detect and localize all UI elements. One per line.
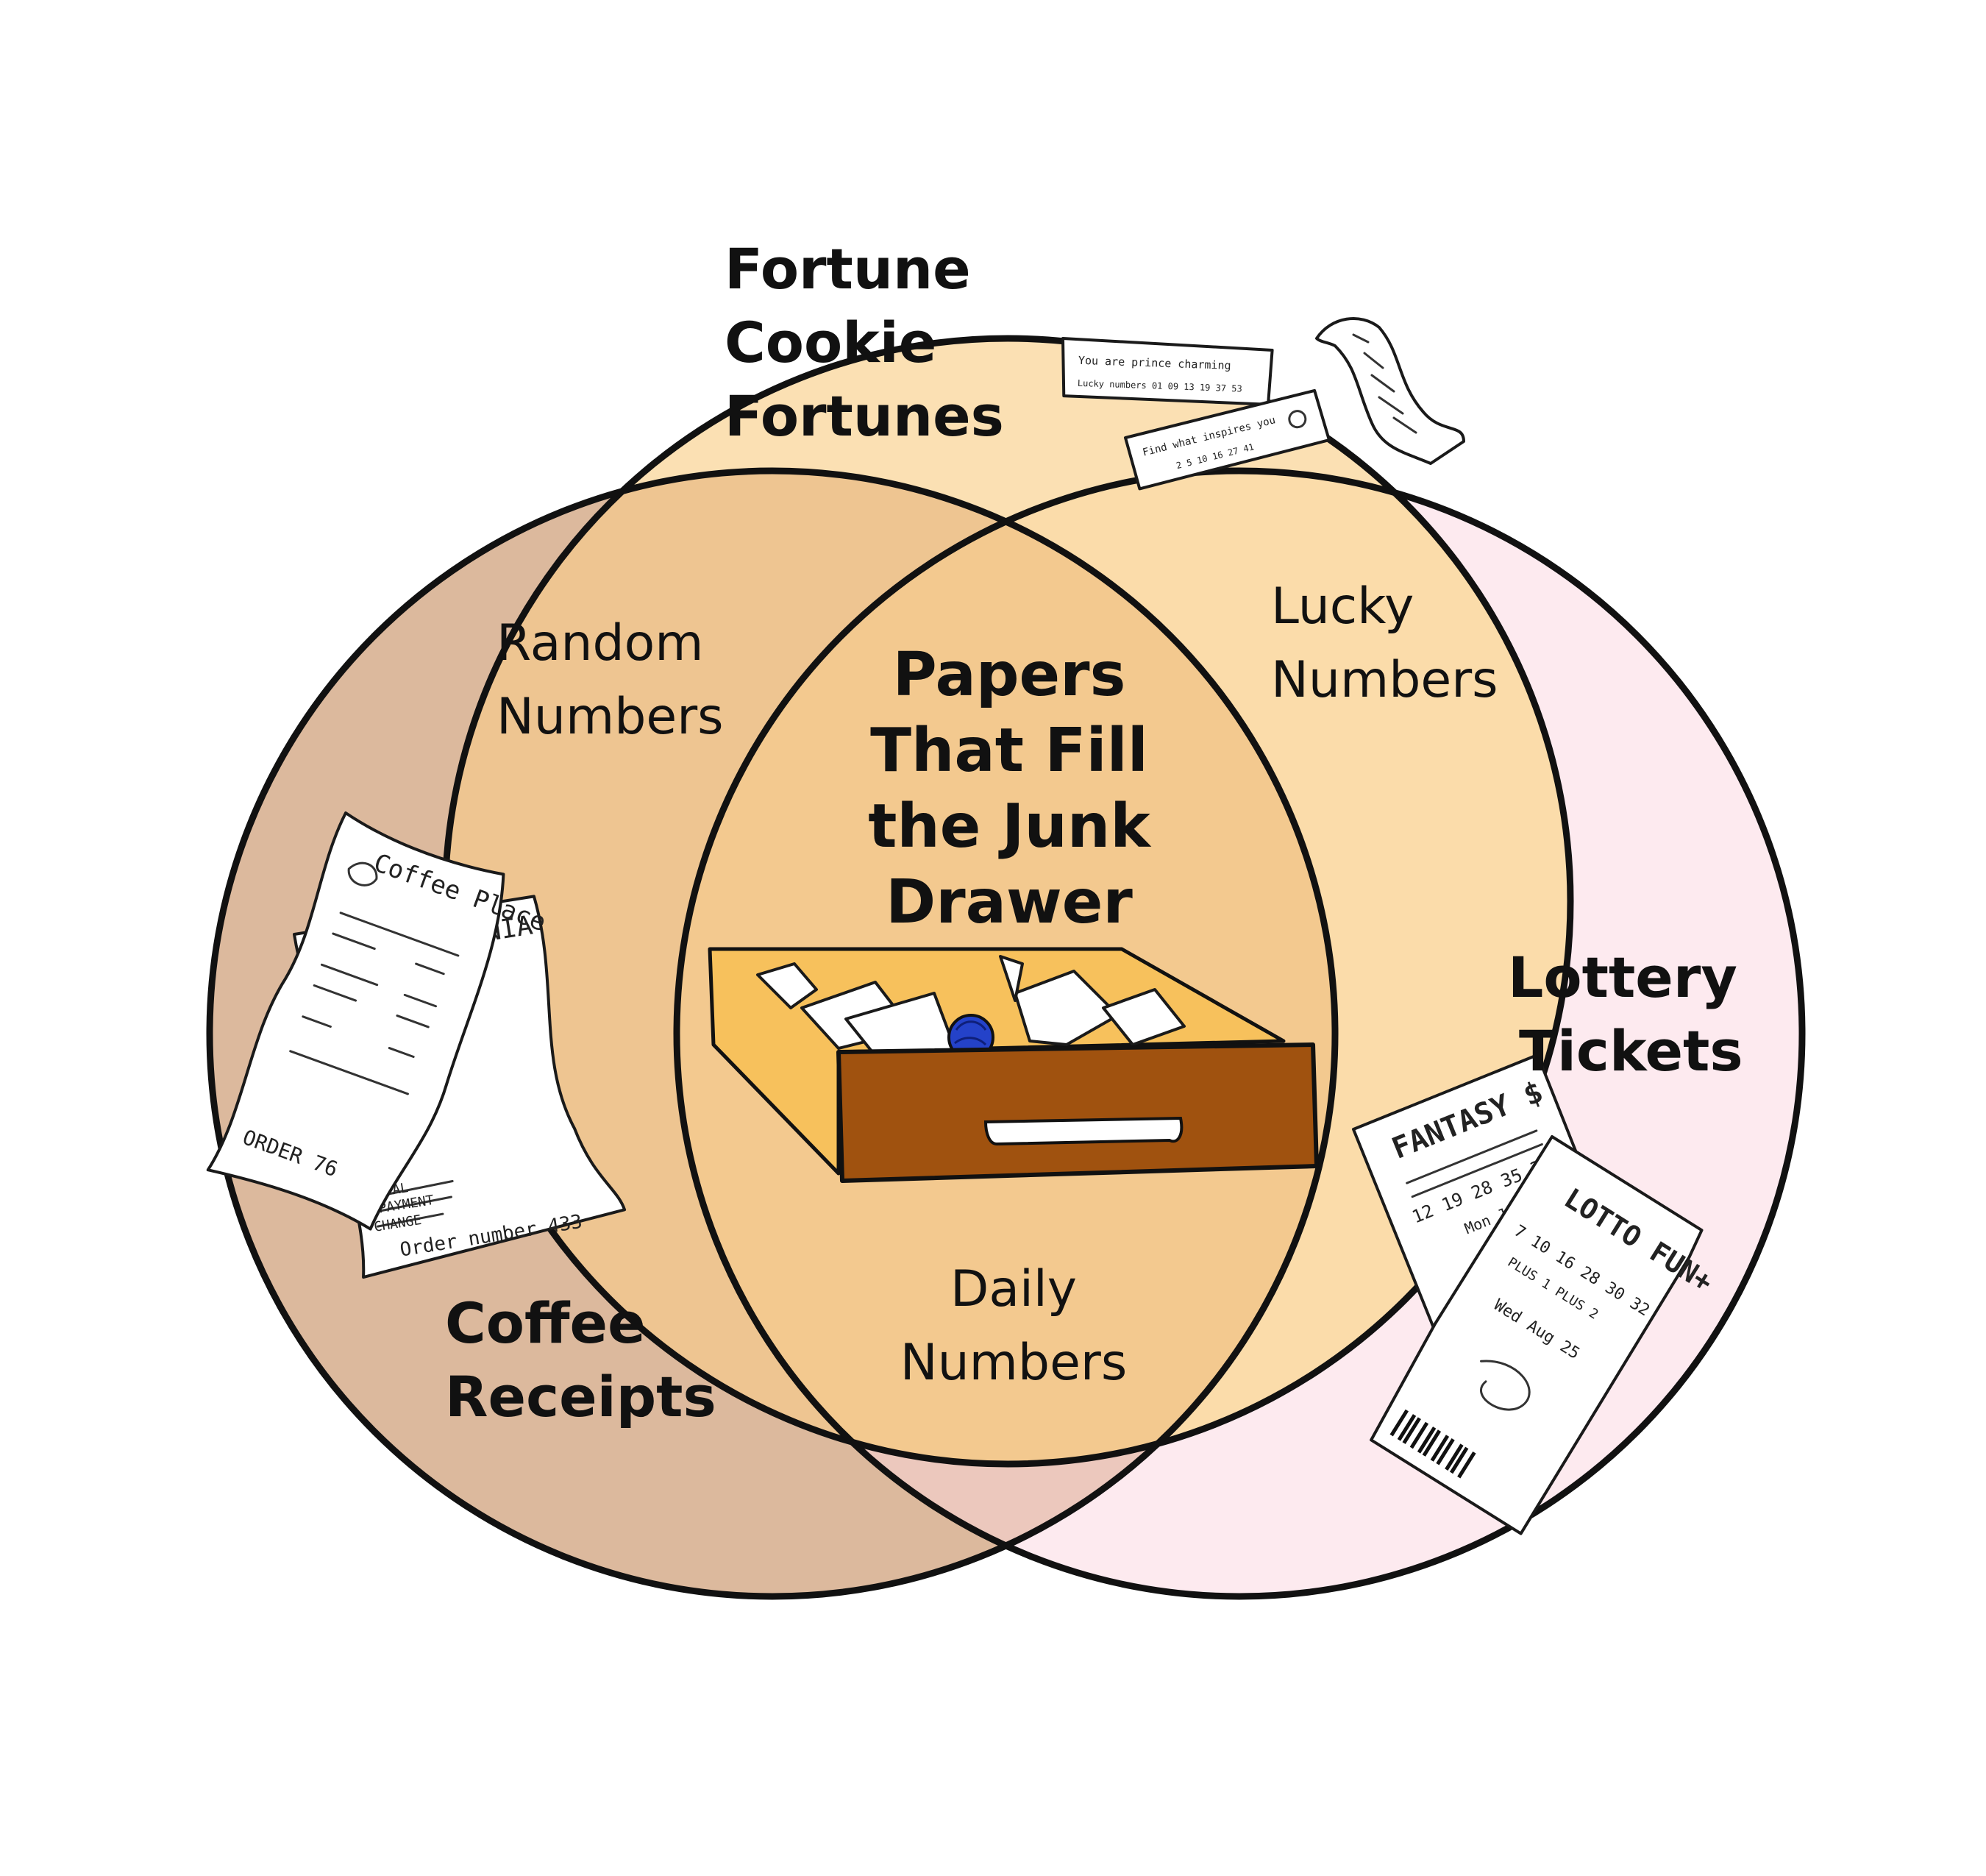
drawer-handle-icon	[983, 1116, 1184, 1146]
center-title-line: the Junk	[868, 792, 1152, 861]
fortune-title: Fortune Cookie Fortunes	[725, 236, 1004, 449]
venn-outlines	[206, 335, 1806, 1600]
junk-drawer-icon	[708, 947, 1319, 1183]
overlap-label-line: Numbers	[496, 688, 724, 746]
overlap-label-line: Numbers	[900, 1334, 1128, 1392]
daily-numbers-label: Daily Numbers	[900, 1260, 1128, 1392]
overlap-label-line: Random	[496, 614, 704, 672]
center-title: Papers That Fill the Junk Drawer	[868, 640, 1152, 937]
overlap-label-line: Numbers	[1271, 651, 1498, 709]
coffee-title: Coffee Receipts	[445, 1290, 716, 1429]
drawer-papers	[756, 955, 1186, 1057]
set-title-line: Receipts	[445, 1364, 716, 1429]
set-title-line: Cookie	[725, 310, 936, 375]
set-title-line: Coffee	[445, 1290, 646, 1356]
center-title-line: Papers	[893, 640, 1126, 710]
fortune-slip-icon: You are prince charming Lucky numbers 01…	[1061, 317, 1465, 491]
lucky-numbers-label: Lucky Numbers	[1271, 578, 1498, 709]
set-title-line: Lottery	[1508, 945, 1737, 1010]
lottery-ticket-icon: FANTASY $ 12 19 28 35 39 Mon July 19 LOT…	[1352, 1053, 1718, 1535]
overlap-label-line: Daily	[950, 1260, 1077, 1318]
center-title-line: Drawer	[886, 867, 1133, 937]
barcode-icon	[1389, 1409, 1476, 1479]
overlap-label-line: Lucky	[1271, 578, 1414, 636]
center-title-line: That Fill	[870, 716, 1148, 786]
set-title-line: Tickets	[1519, 1018, 1743, 1084]
set-title-line: Fortune	[725, 236, 971, 302]
lottery-title: Lottery Tickets	[1508, 945, 1743, 1084]
set-title-line: Fortunes	[725, 383, 1004, 449]
random-numbers-label: Random Numbers	[496, 614, 724, 746]
